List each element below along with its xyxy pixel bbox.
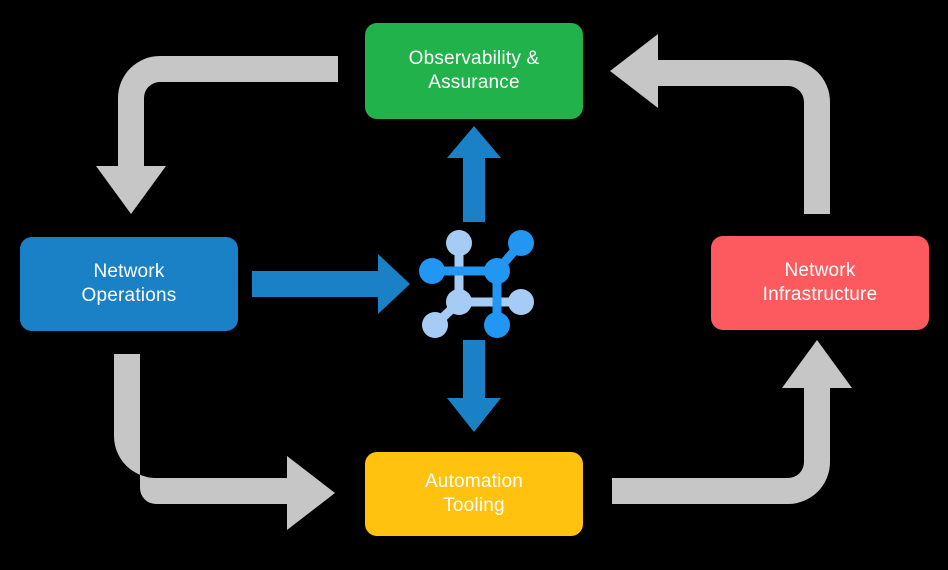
blue-arrow-center-to-observability [447,126,501,222]
gray-arrow-automation-to-infrastructure [612,340,852,504]
node-label-network-operations: Network Operations [81,260,177,306]
blue-arrow-operations-to-center [252,254,410,314]
node-label-observability: Observability & Assurance [408,47,540,93]
mesh-node-top-right [508,230,534,256]
node-label-automation-tooling: Automation Tooling [424,470,524,516]
mesh-node-bottom-left [422,312,448,338]
node-box-network-operations[interactable]: Network Operations [20,237,238,331]
node-box-observability[interactable]: Observability & Assurance [365,23,583,119]
gray-arrow-infrastructure-to-observability [610,34,830,214]
mesh-node-mid-left [446,289,472,315]
mesh-node-bottom-center [484,312,510,338]
gray-arrow-operations-to-automation [114,354,335,530]
mesh-node-top-left [446,230,472,256]
blue-arrow-center-to-automation [447,340,501,432]
node-box-network-infrastructure[interactable]: Network Infrastructure [711,236,929,330]
mesh-node-right-lower [508,289,534,315]
node-label-network-infrastructure: Network Infrastructure [762,259,878,305]
gray-arrow-observability-to-operations [96,56,338,214]
mesh-node-hub [484,258,510,284]
mesh-node-left [419,258,445,284]
node-box-automation-tooling[interactable]: Automation Tooling [365,452,583,536]
